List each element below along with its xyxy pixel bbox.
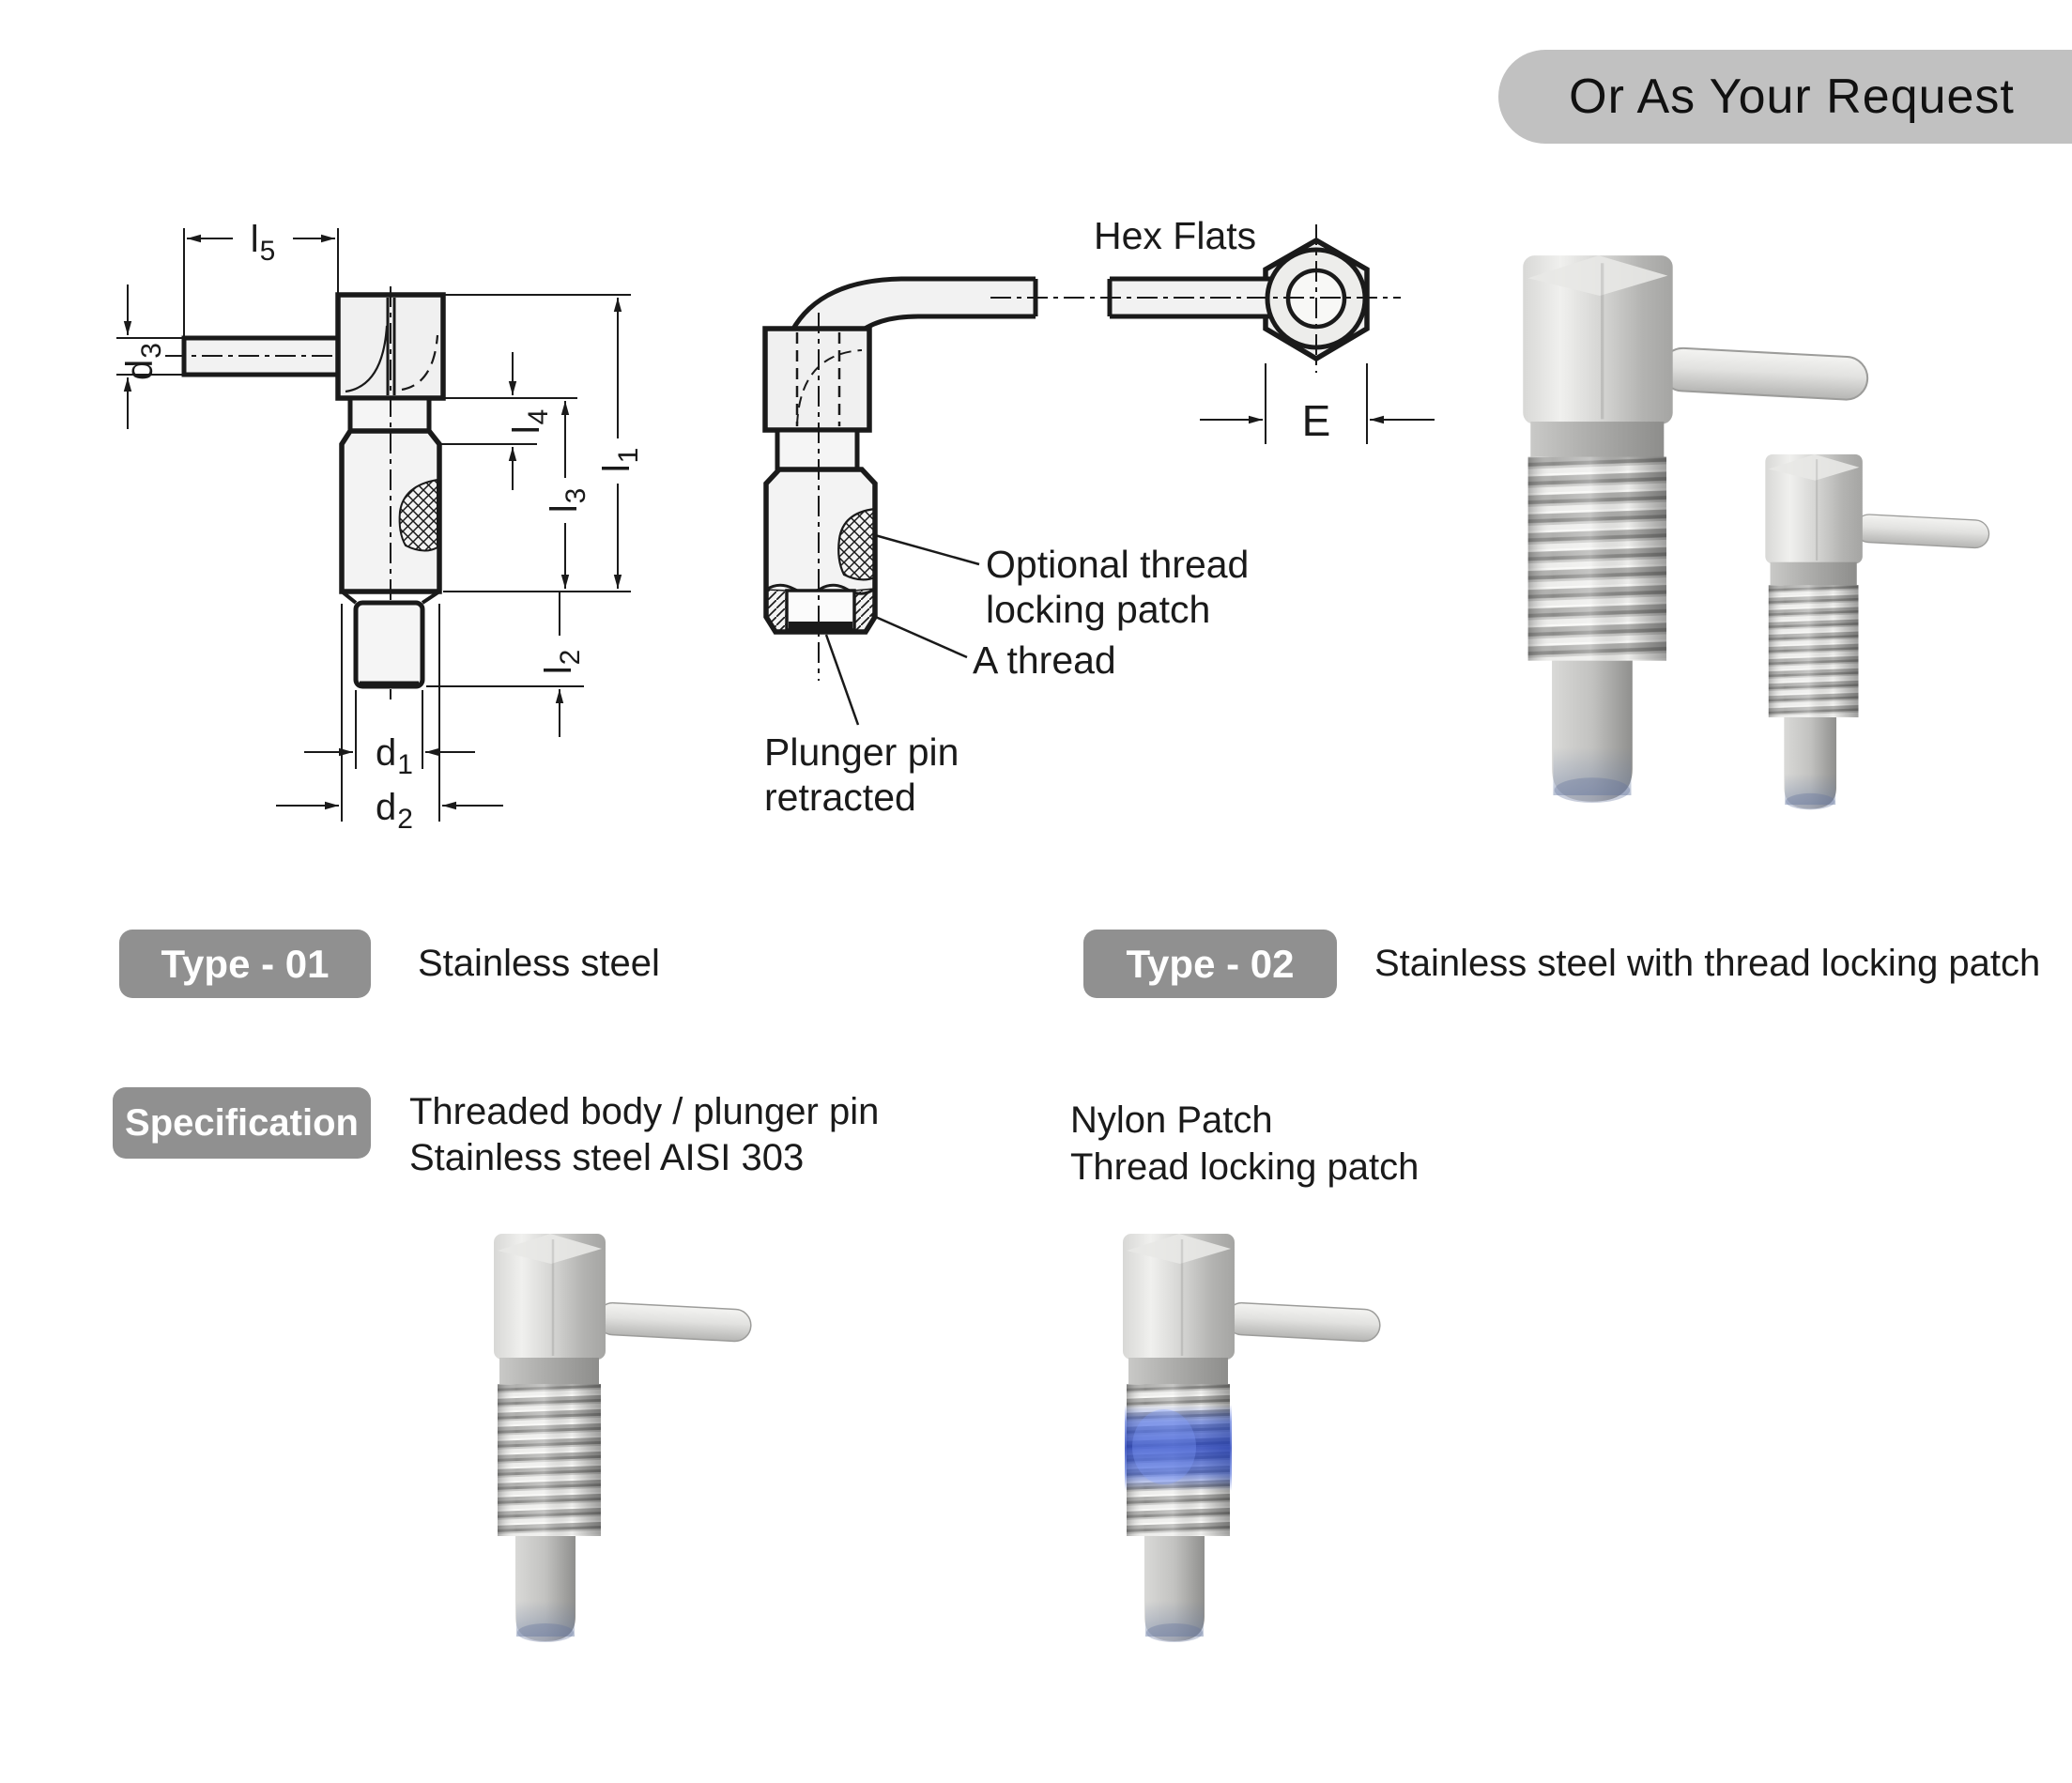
specification-material-line1: Threaded body / plunger pin xyxy=(409,1091,880,1132)
type-02-badge-label: Type - 02 xyxy=(1126,941,1295,986)
front-view-diagram: l5 d3 l4 l3 l1 l2 d1 d2 xyxy=(116,219,644,835)
e-dim-label: E xyxy=(1302,396,1331,445)
section-view-diagram: Hex Flats E Optional thread locking patc… xyxy=(762,214,1435,819)
dim-label-l5: l5 xyxy=(251,219,276,267)
thread-patch-hatch xyxy=(398,478,438,552)
plunger-pin-label-line1: Plunger pin xyxy=(764,730,959,774)
photo-bottom-right xyxy=(1121,1232,1382,1644)
request-banner: Or As Your Request xyxy=(1498,50,2072,144)
photo-small-plunger xyxy=(1764,453,1991,811)
section-hex-head xyxy=(762,326,872,433)
section-neck xyxy=(775,427,860,472)
nylon-patch-highlight xyxy=(1132,1409,1196,1484)
dim-label-l4: l4 xyxy=(506,409,554,435)
type-01-badge-label: Type - 01 xyxy=(161,941,330,986)
a-thread-label: A thread xyxy=(973,638,1116,682)
specification-patch-line1: Nylon Patch xyxy=(1070,1099,1273,1141)
section-view-labels: Hex Flats E Optional thread locking patc… xyxy=(764,214,1330,819)
dim-label-d3: d3 xyxy=(119,343,167,380)
front-view-dim-labels: l5 d3 l4 l3 l1 l2 d1 d2 xyxy=(119,219,644,835)
type-01-badge: Type - 01 xyxy=(119,930,371,998)
leader-a-thread xyxy=(870,613,968,659)
request-banner-label: Or As Your Request xyxy=(1569,69,2015,124)
section-patch-hatch xyxy=(837,507,877,581)
leader-plunger-pin xyxy=(824,634,860,726)
specification-badge-label: Specification xyxy=(125,1101,359,1144)
optional-patch-label-line2: locking patch xyxy=(986,588,1210,631)
section-view-geometry xyxy=(762,224,1435,726)
plunger-pin-outline xyxy=(353,600,425,689)
dim-label-l2: l2 xyxy=(538,650,586,675)
photo-type1-plunger xyxy=(492,1232,753,1644)
photo-top-right xyxy=(1521,254,1991,811)
type-02-description: Stainless steel with thread locking patc… xyxy=(1374,943,2041,984)
dim-label-d1: d1 xyxy=(376,732,413,780)
hex-head-outline xyxy=(335,292,446,401)
specification-material-line2: Stainless steel AISI 303 xyxy=(409,1137,805,1178)
hex-flats-label: Hex Flats xyxy=(1094,214,1256,257)
dim-label-l3: l3 xyxy=(544,488,591,514)
specification-material-text: Threaded body / plunger pin Stainless st… xyxy=(409,1089,879,1181)
dim-label-d2: d2 xyxy=(376,787,413,835)
plunger-pin-label-line2: retracted xyxy=(764,776,916,819)
specification-badge: Specification xyxy=(113,1087,371,1159)
photo-bottom-left xyxy=(492,1232,753,1644)
nylon-patch-overlay xyxy=(1125,1405,1232,1491)
leader-optional-patch xyxy=(874,533,980,566)
front-view-dimensions xyxy=(116,228,631,822)
specification-patch-text: Nylon Patch Thread locking patch xyxy=(1070,1097,1419,1191)
front-view-geometry xyxy=(165,286,446,699)
dim-label-l1: l1 xyxy=(596,448,644,473)
optional-patch-label-line1: Optional thread xyxy=(986,543,1249,586)
specification-patch-line2: Thread locking patch xyxy=(1070,1146,1420,1188)
type-02-badge: Type - 02 xyxy=(1083,930,1337,998)
type-01-description: Stainless steel xyxy=(418,943,660,984)
